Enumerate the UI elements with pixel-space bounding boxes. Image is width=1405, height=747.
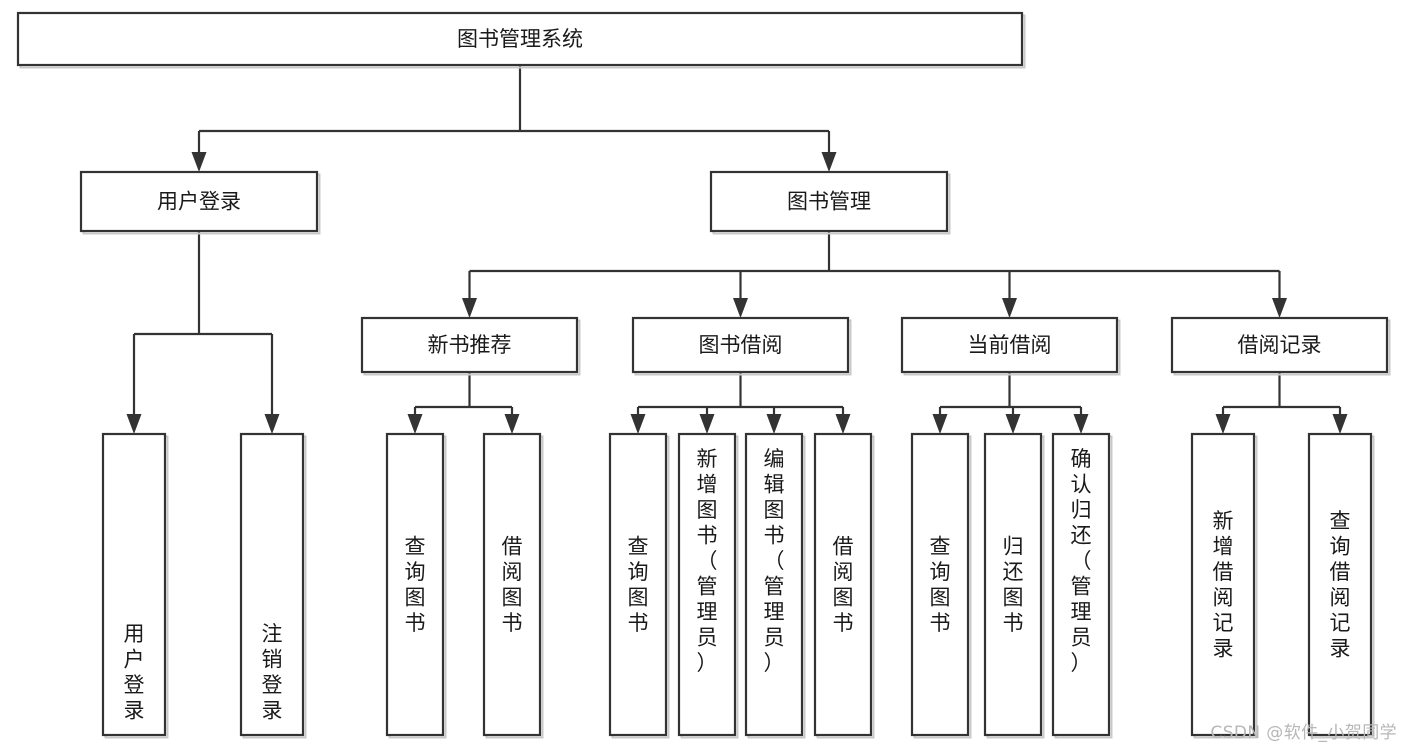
node-root[interactable]: 图书管理系统 [16, 11, 1026, 69]
arrow-head-icon [932, 414, 948, 434]
arrow-head-icon [191, 152, 207, 172]
node-rect[interactable] [482, 432, 542, 737]
node-leaf-query-book-2[interactable]: 查询图书 [608, 432, 670, 739]
node-book-borrow[interactable]: 图书借阅 [631, 316, 852, 376]
node-leaf-user-login[interactable]: 用户登录 [101, 432, 169, 739]
node-leaf-query-book-3[interactable]: 查询图书 [910, 432, 972, 739]
arrow-head-icon [1002, 298, 1017, 318]
node-rect[interactable] [1190, 432, 1256, 737]
arrow-head-icon [630, 414, 646, 434]
node-rect[interactable] [385, 432, 445, 737]
arrow-head-icon [407, 414, 423, 434]
node-rect[interactable] [744, 432, 804, 737]
arrow-head-icon [1332, 414, 1348, 434]
connector-layer [126, 65, 1348, 434]
node-rect[interactable] [1307, 432, 1373, 737]
node-leaf-logout[interactable]: 注销登录 [239, 432, 307, 739]
node-label: 查询图书 [628, 534, 649, 635]
node-label: 新书推荐 [428, 333, 512, 357]
node-rect[interactable] [79, 170, 319, 233]
node-label: 图书借阅 [699, 333, 783, 357]
node-leaf-borrow-book-1[interactable]: 借阅图书 [482, 432, 544, 739]
node-label: 图书管理 [787, 190, 871, 214]
node-leaf-query-book-1[interactable]: 查询图书 [385, 432, 447, 739]
arrow-head-icon [1215, 414, 1231, 434]
arrow-head-icon [699, 414, 715, 434]
arrow-head-icon [835, 414, 851, 434]
arrow-head-icon [126, 414, 142, 434]
node-rect[interactable] [101, 432, 167, 737]
arrow-head-icon [264, 414, 280, 434]
node-rect[interactable] [608, 432, 668, 737]
node-leaf-query-record[interactable]: 查询借阅记录 [1307, 432, 1375, 739]
arrow-head-icon [821, 152, 837, 172]
node-rect[interactable] [631, 316, 850, 374]
node-label: 借阅图书 [833, 534, 854, 635]
node-rect[interactable] [239, 432, 305, 737]
node-rect[interactable] [677, 432, 737, 737]
node-label: 图书管理系统 [457, 27, 583, 51]
arrow-head-icon [733, 298, 748, 318]
node-label: 借阅图书 [502, 534, 523, 635]
node-leaf-return-book[interactable]: 归还图书 [983, 432, 1045, 739]
node-label: 新增图书（管理员） [697, 447, 718, 675]
arrow-head-icon [1073, 414, 1089, 434]
node-rect[interactable] [1170, 316, 1389, 374]
node-label: 归还图书 [1003, 534, 1024, 635]
node-rect[interactable] [709, 170, 949, 233]
node-borrow-record[interactable]: 借阅记录 [1170, 316, 1391, 376]
arrow-head-icon [504, 414, 520, 434]
node-leaf-add-record[interactable]: 新增借阅记录 [1190, 432, 1258, 739]
node-rect[interactable] [910, 432, 970, 737]
node-rect[interactable] [360, 316, 579, 374]
node-rect[interactable] [16, 11, 1024, 67]
node-rect[interactable] [983, 432, 1043, 737]
node-label: 确认归还（管理员） [1071, 447, 1092, 675]
node-layer: 图书管理系统用户登录图书管理新书推荐图书借阅当前借阅借阅记录用户登录注销登录查询… [16, 11, 1391, 739]
arrow-head-icon [1272, 298, 1287, 318]
arrow-head-icon [462, 298, 477, 318]
node-label: 编辑图书（管理员） [764, 447, 785, 675]
arrow-head-icon [1005, 414, 1021, 434]
node-leaf-borrow-book-2[interactable]: 借阅图书 [813, 432, 875, 739]
node-rect[interactable] [900, 316, 1119, 374]
node-label: 新增借阅记录 [1213, 509, 1234, 661]
node-rect[interactable] [1051, 432, 1111, 737]
node-label: 查询图书 [930, 534, 951, 635]
node-label: 查询图书 [405, 534, 426, 635]
node-label: 用户登录 [124, 622, 145, 723]
node-new-book-rec[interactable]: 新书推荐 [360, 316, 581, 376]
node-leaf-edit-book[interactable]: 编辑图书（管理员） [744, 432, 806, 739]
node-label: 注销登录 [262, 622, 283, 723]
node-label: 查询借阅记录 [1330, 509, 1351, 661]
node-label: 用户登录 [157, 190, 241, 214]
node-current-borrow[interactable]: 当前借阅 [900, 316, 1121, 376]
arrow-head-icon [766, 414, 782, 434]
node-user-login[interactable]: 用户登录 [79, 170, 321, 235]
node-label: 当前借阅 [968, 333, 1052, 357]
node-leaf-confirm-return[interactable]: 确认归还（管理员） [1051, 432, 1113, 739]
node-leaf-add-book[interactable]: 新增图书（管理员） [677, 432, 739, 739]
node-rect[interactable] [813, 432, 873, 737]
node-label: 借阅记录 [1238, 333, 1322, 357]
node-book-admin[interactable]: 图书管理 [709, 170, 951, 235]
